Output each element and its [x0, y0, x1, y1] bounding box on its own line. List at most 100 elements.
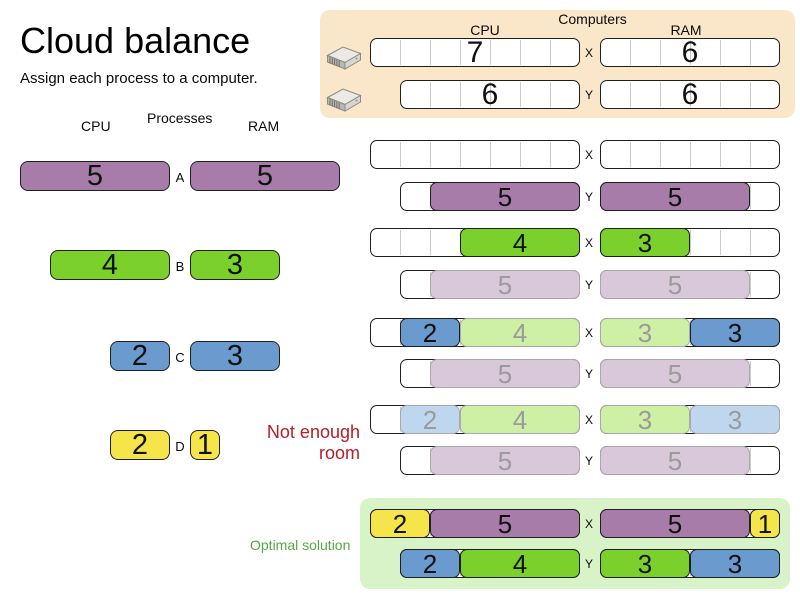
computer-label: X — [584, 517, 593, 531]
bar-value: 5 — [667, 445, 683, 476]
bar-value: 4 — [512, 227, 528, 258]
process-cpu-bar: 2 — [110, 430, 170, 460]
cell-divider-line — [400, 142, 401, 167]
bar-value: 1 — [757, 508, 773, 539]
computer-cpu-capacity-box — [370, 38, 580, 67]
computer-label: X — [584, 236, 593, 250]
process-cpu-bar: 5 — [20, 161, 170, 191]
processes-ram-header: RAM — [248, 118, 280, 134]
bar-value: 5 — [497, 181, 513, 212]
cell-divider-line — [690, 142, 691, 167]
computers-header: Computers — [558, 11, 627, 27]
computers-ram-header: RAM — [670, 22, 702, 38]
cell-divider-line — [660, 82, 661, 107]
cell-divider-line — [690, 230, 691, 255]
process-ram-bar: 3 — [190, 341, 280, 371]
computer-label: X — [584, 326, 593, 340]
cell-divider-line — [630, 40, 631, 65]
cell-divider-line — [630, 142, 631, 167]
computers-cpu-header: CPU — [470, 22, 500, 38]
assignment-ram-segment: 3 — [600, 549, 690, 578]
assignment-ram-segment: 3 — [690, 318, 780, 347]
cell-divider-line — [400, 40, 401, 65]
bar-value: 5 — [497, 358, 513, 389]
bar-value: 3 — [226, 248, 244, 281]
bar-value: 5 — [667, 358, 683, 389]
cell-divider-line — [430, 142, 431, 167]
cell-divider-line — [400, 230, 401, 255]
bar-value: 1 — [196, 428, 214, 461]
cell-divider-line — [750, 230, 751, 255]
cell-divider-line — [750, 142, 751, 167]
process-label: A — [175, 170, 185, 185]
process-ram-bar: 1 — [190, 430, 220, 460]
cell-divider-line — [460, 82, 461, 107]
cell-divider-line — [520, 40, 521, 65]
assignment-cpu-segment: 2 — [400, 549, 460, 578]
bar-value: 2 — [392, 508, 408, 539]
bar-value: 5 — [667, 181, 683, 212]
processes-header: Processes — [147, 110, 213, 126]
cell-divider-line — [750, 82, 751, 107]
cell-divider-line — [660, 40, 661, 65]
assignment-cpu-segment: 2 — [400, 405, 460, 434]
cell-divider-line — [750, 448, 751, 473]
assignment-cpu-box — [370, 140, 580, 169]
bar-value: 3 — [637, 227, 653, 258]
assignment-ram-segment: 5 — [600, 270, 750, 299]
assignment-ram-segment: 3 — [600, 228, 690, 257]
cell-divider-line — [750, 361, 751, 386]
assignment-ram-segment: 3 — [600, 405, 690, 434]
bar-value: 5 — [256, 159, 274, 192]
bar-value: 5 — [497, 445, 513, 476]
computer-label: X — [584, 413, 593, 427]
cell-divider-line — [550, 142, 551, 167]
cell-divider-line — [750, 184, 751, 209]
bar-value: 3 — [637, 548, 653, 579]
cell-divider-line — [690, 40, 691, 65]
bar-value: 4 — [512, 404, 528, 435]
cell-divider-line — [690, 82, 691, 107]
bar-value: 4 — [101, 248, 119, 281]
assignment-cpu-segment: 5 — [430, 182, 580, 211]
assignment-cpu-segment: 2 — [400, 318, 460, 347]
page-subtitle: Assign each process to a computer. — [20, 70, 258, 87]
bar-value: 5 — [667, 508, 683, 539]
assignment-cpu-segment: 4 — [460, 549, 580, 578]
computer-icon — [326, 84, 362, 114]
optimal-solution-label: Optimal solution — [250, 537, 351, 553]
computer-cpu-capacity-box — [400, 80, 580, 109]
assignment-cpu-segment: 5 — [430, 270, 580, 299]
assignment-ram-segment: 5 — [600, 182, 750, 211]
bar-value: 3 — [727, 404, 743, 435]
cell-divider-line — [430, 82, 431, 107]
cell-divider-line — [520, 142, 521, 167]
cell-divider-line — [490, 142, 491, 167]
bar-value: 3 — [727, 548, 743, 579]
cell-divider-line — [720, 230, 721, 255]
bar-value: 3 — [637, 317, 653, 348]
assignment-ram-segment: 3 — [690, 549, 780, 578]
cell-divider-line — [430, 230, 431, 255]
cell-divider-line — [630, 82, 631, 107]
cell-divider-line — [750, 40, 751, 65]
bar-value: 3 — [226, 339, 244, 372]
bar-value: 4 — [512, 317, 528, 348]
not-enough-room-note: Not enough room — [266, 422, 360, 463]
assignment-cpu-segment: 5 — [430, 446, 580, 475]
cell-divider-line — [660, 142, 661, 167]
cell-divider-line — [520, 82, 521, 107]
assignment-ram-segment: 5 — [600, 359, 750, 388]
assignment-ram-segment: 5 — [600, 509, 750, 538]
assignment-ram-box — [600, 140, 780, 169]
computer-ram-capacity-box — [600, 80, 780, 109]
process-label: D — [175, 439, 185, 454]
process-ram-bar: 5 — [190, 161, 340, 191]
cell-divider-line — [430, 40, 431, 65]
bar-value: 2 — [131, 339, 149, 372]
bar-value: 4 — [512, 548, 528, 579]
cell-divider-line — [720, 40, 721, 65]
assignment-ram-segment: 5 — [600, 446, 750, 475]
assignment-cpu-segment: 5 — [430, 509, 580, 538]
cell-divider-line — [490, 40, 491, 65]
